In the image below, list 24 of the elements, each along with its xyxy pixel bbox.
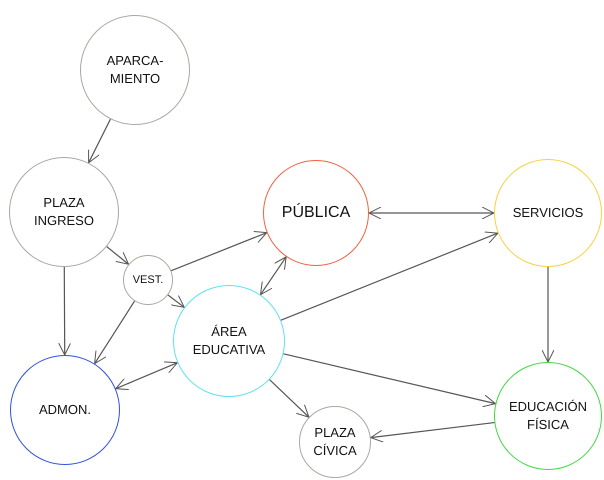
room-label: ADMON. bbox=[38, 401, 92, 419]
arrow bbox=[168, 294, 185, 308]
arrow bbox=[58, 267, 72, 356]
arrow bbox=[368, 206, 494, 220]
arrow bbox=[171, 231, 268, 272]
arrow bbox=[106, 246, 130, 265]
room-label: VEST. bbox=[132, 272, 164, 288]
arrow bbox=[280, 232, 498, 321]
room-label: PÚBLICA bbox=[280, 202, 352, 224]
room-circle bbox=[123, 255, 173, 305]
room-label: APARCA- MIENTO bbox=[106, 52, 164, 88]
room-label: SERVICIOS bbox=[512, 204, 584, 222]
room-label: ÁREA EDUCATIVA bbox=[192, 323, 266, 359]
arrow bbox=[94, 300, 136, 364]
arrow bbox=[370, 422, 494, 443]
arrow bbox=[269, 379, 310, 418]
arrow bbox=[88, 118, 111, 164]
room-label: PLAZA CÍVICA bbox=[312, 424, 358, 460]
arrow bbox=[115, 361, 178, 390]
room-label: PLAZA INGRESO bbox=[33, 194, 95, 230]
arrow bbox=[260, 256, 287, 296]
arrow bbox=[283, 353, 496, 408]
arrow bbox=[542, 267, 554, 362]
room-label: EDUCACIÓN FÍSICA bbox=[508, 398, 588, 434]
